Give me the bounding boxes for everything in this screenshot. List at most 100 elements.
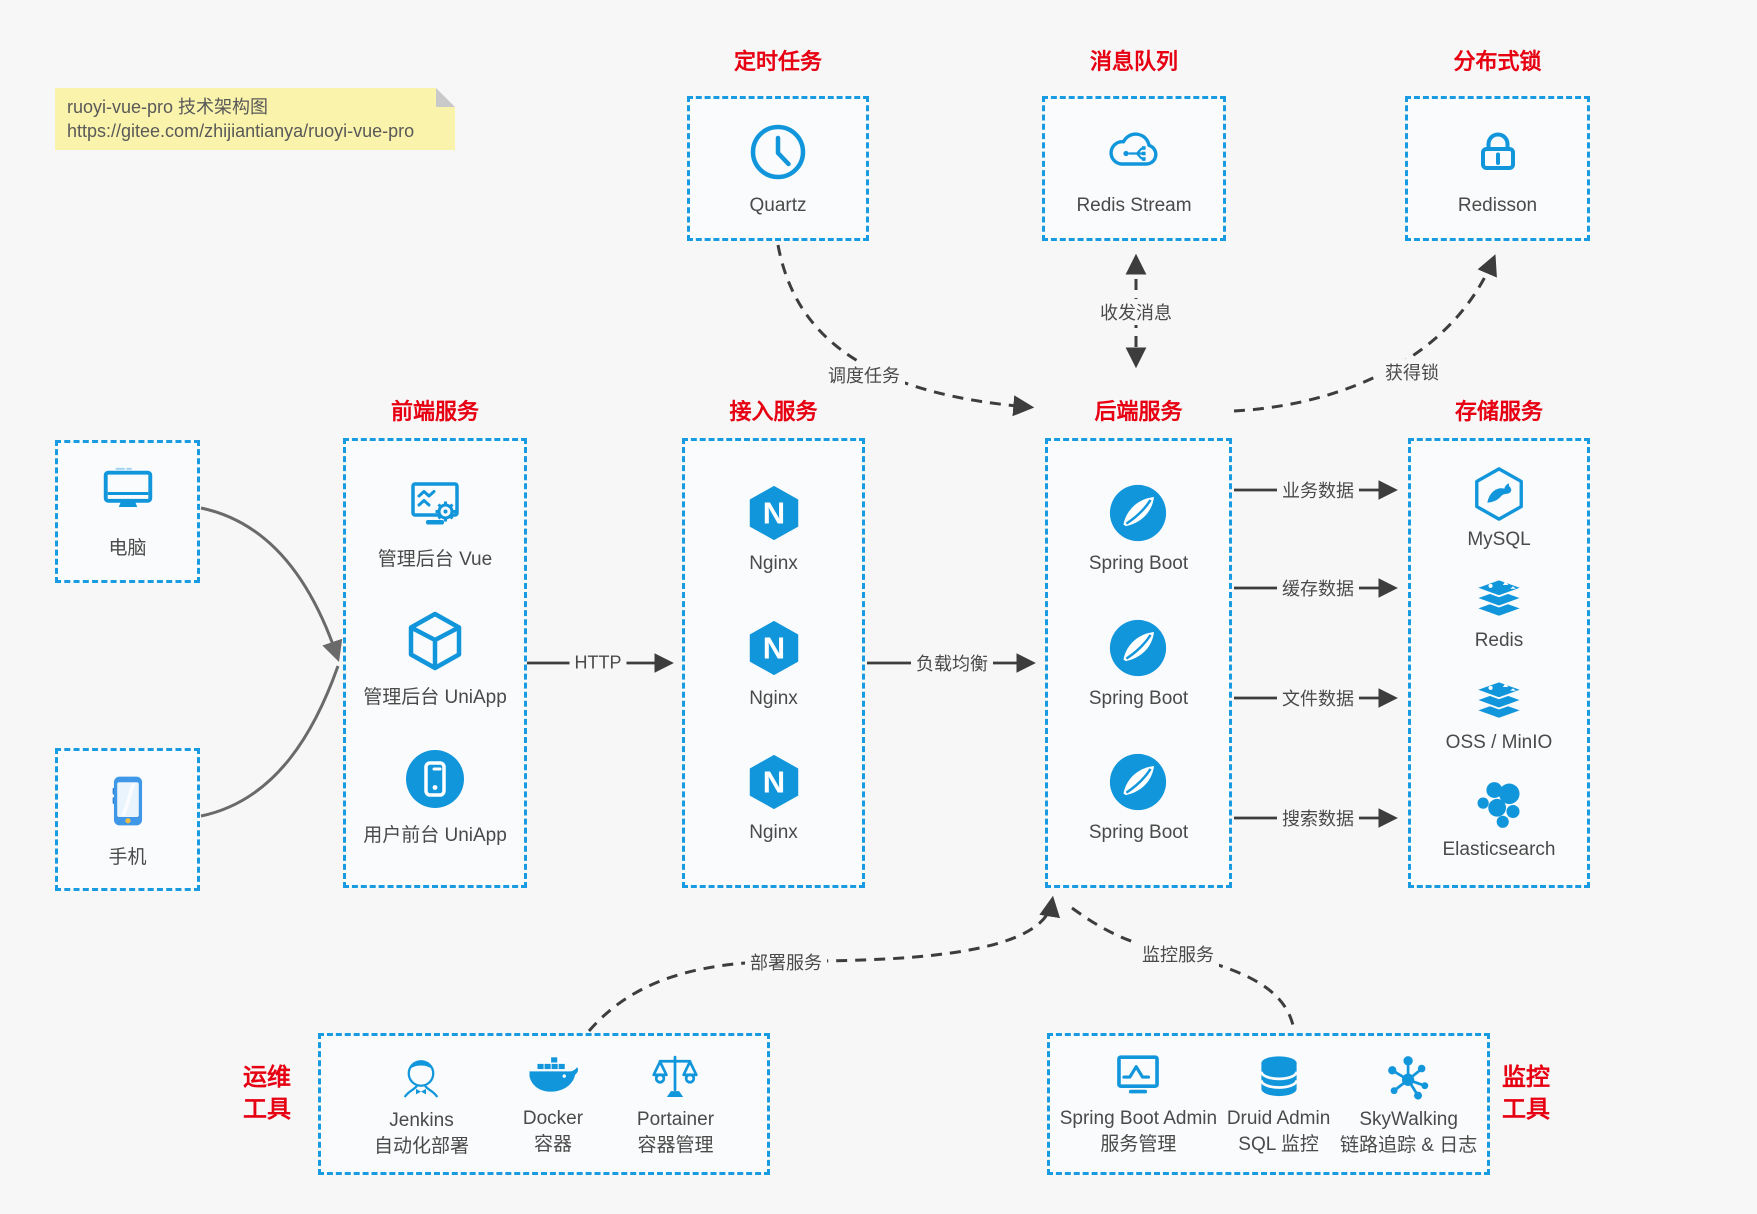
sba-desc: 服务管理 bbox=[1100, 1134, 1177, 1155]
oss-minio-label: OSS / MinIO bbox=[1445, 731, 1553, 753]
edge-lock bbox=[1233, 254, 1497, 413]
redis-stream-label: Redis Stream bbox=[1076, 195, 1192, 216]
edge-label-business-data: 业务数据 bbox=[1277, 477, 1359, 503]
edge-label-monitor: 监控服务 bbox=[1137, 941, 1219, 967]
druid-database-icon bbox=[1259, 1056, 1298, 1096]
sba-name: Spring Boot Admin bbox=[1059, 1107, 1218, 1129]
client-box-computer: 电脑 bbox=[55, 440, 200, 583]
spring-boot-label: Spring Boot bbox=[1088, 821, 1189, 843]
access-item-nginx-2: N Nginx bbox=[743, 617, 805, 710]
skywalking-desc: 链路追踪 & 日志 bbox=[1340, 1135, 1478, 1156]
skywalking-name: SkyWalking bbox=[1359, 1108, 1458, 1130]
ops-item-jenkins: Jenkins 自动化部署 bbox=[374, 1049, 469, 1159]
monitoring-item-druid: Druid Admin SQL 监控 bbox=[1226, 1051, 1331, 1157]
elasticsearch-label: Elasticsearch bbox=[1442, 839, 1556, 861]
edge-computer-to-frontend bbox=[200, 506, 343, 662]
nginx-icon: N bbox=[749, 486, 798, 541]
sticky-note: ruoyi-vue-pro 技术架构图 https://gitee.com/zh… bbox=[55, 88, 455, 150]
redis-icon bbox=[1472, 578, 1526, 618]
portainer-desc: 容器管理 bbox=[637, 1135, 714, 1156]
docker-name: Docker bbox=[522, 1107, 584, 1129]
jenkins-desc: 自动化部署 bbox=[373, 1136, 469, 1157]
ops-item-docker: Docker 容器 bbox=[522, 1051, 584, 1157]
backend-item-springboot-2: Spring Boot bbox=[1089, 617, 1188, 710]
monitoring-title-line1: 监控 bbox=[1502, 1064, 1550, 1091]
edge-phone-to-frontend bbox=[200, 665, 340, 818]
jenkins-icon bbox=[404, 1060, 439, 1098]
access-item-nginx-3: N Nginx bbox=[743, 751, 805, 844]
spring-boot-icon bbox=[1110, 753, 1167, 810]
quartz-clock-icon bbox=[750, 124, 806, 180]
quartz-label: Quartz bbox=[749, 195, 807, 216]
group-title-message-queue: 消息队列 bbox=[1089, 49, 1178, 74]
oss-minio-icon bbox=[1472, 680, 1526, 720]
docker-icon bbox=[529, 1057, 579, 1092]
computer-label: 电脑 bbox=[108, 537, 147, 559]
column-title-storage: 存储服务 bbox=[1454, 399, 1543, 424]
column-box-frontend: 管理后台 Vue 管理后台 UniApp 用户前台 UniApp bbox=[343, 438, 527, 888]
storage-item-elasticsearch: Elasticsearch bbox=[1443, 777, 1556, 861]
edge-label-messaging: 收发消息 bbox=[1095, 299, 1177, 325]
column-box-access: N Nginx N Nginx N Nginx bbox=[682, 438, 865, 888]
desktop-icon bbox=[103, 467, 152, 507]
frontend-item-admin-uniapp: 管理后台 UniApp bbox=[363, 609, 507, 709]
docker-desc: 容器 bbox=[533, 1134, 572, 1155]
mysql-icon bbox=[1475, 466, 1523, 521]
druid-desc: SQL 监控 bbox=[1238, 1134, 1319, 1155]
backend-item-springboot-3: Spring Boot bbox=[1089, 751, 1188, 844]
jenkins-name: Jenkins bbox=[389, 1109, 454, 1131]
note-fold-corner bbox=[436, 88, 455, 107]
storage-item-mysql: MySQL bbox=[1467, 465, 1531, 551]
redisson-lock-icon bbox=[1480, 132, 1515, 170]
redisson-label: Redisson bbox=[1457, 195, 1538, 216]
column-title-frontend: 前端服务 bbox=[390, 399, 479, 424]
nginx-label: Nginx bbox=[749, 821, 798, 843]
group-box-redis-stream: Redis Stream bbox=[1042, 96, 1226, 241]
group-title-scheduled-task: 定时任务 bbox=[733, 49, 822, 74]
edge-label-deploy: 部署服务 bbox=[745, 949, 827, 975]
user-uniapp-label: 用户前台 UniApp bbox=[363, 825, 507, 846]
frontend-item-admin-vue: 管理后台 Vue bbox=[378, 479, 492, 571]
ops-title-line1: 运维 bbox=[243, 1064, 291, 1091]
user-uniapp-icon bbox=[405, 750, 464, 808]
ops-title-line2: 工具 bbox=[243, 1096, 291, 1124]
svg-text:N: N bbox=[762, 496, 784, 531]
mysql-label: MySQL bbox=[1467, 528, 1531, 550]
monitoring-tools-title: 监控 工具 bbox=[1502, 1062, 1550, 1127]
svg-text:N: N bbox=[762, 764, 784, 799]
druid-name: Druid Admin bbox=[1226, 1107, 1331, 1129]
spring-boot-label: Spring Boot bbox=[1088, 687, 1189, 709]
ops-item-portainer: Portainer 容器管理 bbox=[637, 1050, 714, 1158]
edge-label-search-data: 搜索数据 bbox=[1277, 805, 1359, 831]
admin-uniapp-cube-icon bbox=[408, 611, 462, 671]
nginx-icon: N bbox=[749, 754, 798, 809]
backend-item-springboot-1: Spring Boot bbox=[1089, 482, 1188, 575]
frontend-item-user-uniapp: 用户前台 UniApp bbox=[363, 747, 507, 847]
skywalking-icon bbox=[1387, 1056, 1428, 1100]
access-item-nginx-1: N Nginx bbox=[743, 482, 805, 575]
monitoring-tools-box: Spring Boot Admin 服务管理 Druid Admin SQL 监… bbox=[1047, 1033, 1490, 1175]
column-box-storage: MySQL Redis OSS / MinIO bbox=[1408, 438, 1590, 888]
edge-label-cache-data: 缓存数据 bbox=[1277, 575, 1359, 601]
group-box-redisson: Redisson bbox=[1405, 96, 1590, 241]
admin-uniapp-label: 管理后台 UniApp bbox=[363, 687, 507, 708]
monitoring-item-sba: Spring Boot Admin 服务管理 bbox=[1060, 1051, 1217, 1157]
storage-item-oss-minio: OSS / MinIO bbox=[1445, 676, 1553, 754]
client-box-phone: 手机 bbox=[55, 748, 200, 891]
svg-text:N: N bbox=[762, 630, 784, 665]
ops-tools-title: 运维 工具 bbox=[243, 1062, 291, 1127]
edge-label-load-balance: 负载均衡 bbox=[911, 650, 993, 676]
portainer-name: Portainer bbox=[636, 1108, 715, 1130]
spring-boot-label: Spring Boot bbox=[1088, 553, 1189, 575]
nginx-icon: N bbox=[749, 620, 798, 675]
note-title: ruoyi-vue-pro 技术架构图 bbox=[67, 97, 269, 117]
nginx-label: Nginx bbox=[749, 687, 798, 709]
elasticsearch-icon bbox=[1477, 782, 1520, 829]
column-title-access: 接入服务 bbox=[729, 399, 818, 424]
edge-label-schedule: 调度任务 bbox=[823, 362, 905, 388]
redis-label: Redis bbox=[1474, 630, 1524, 652]
admin-vue-label: 管理后台 Vue bbox=[377, 549, 493, 570]
edge-label-http: HTTP bbox=[569, 652, 627, 674]
portainer-scales-icon bbox=[652, 1055, 699, 1097]
